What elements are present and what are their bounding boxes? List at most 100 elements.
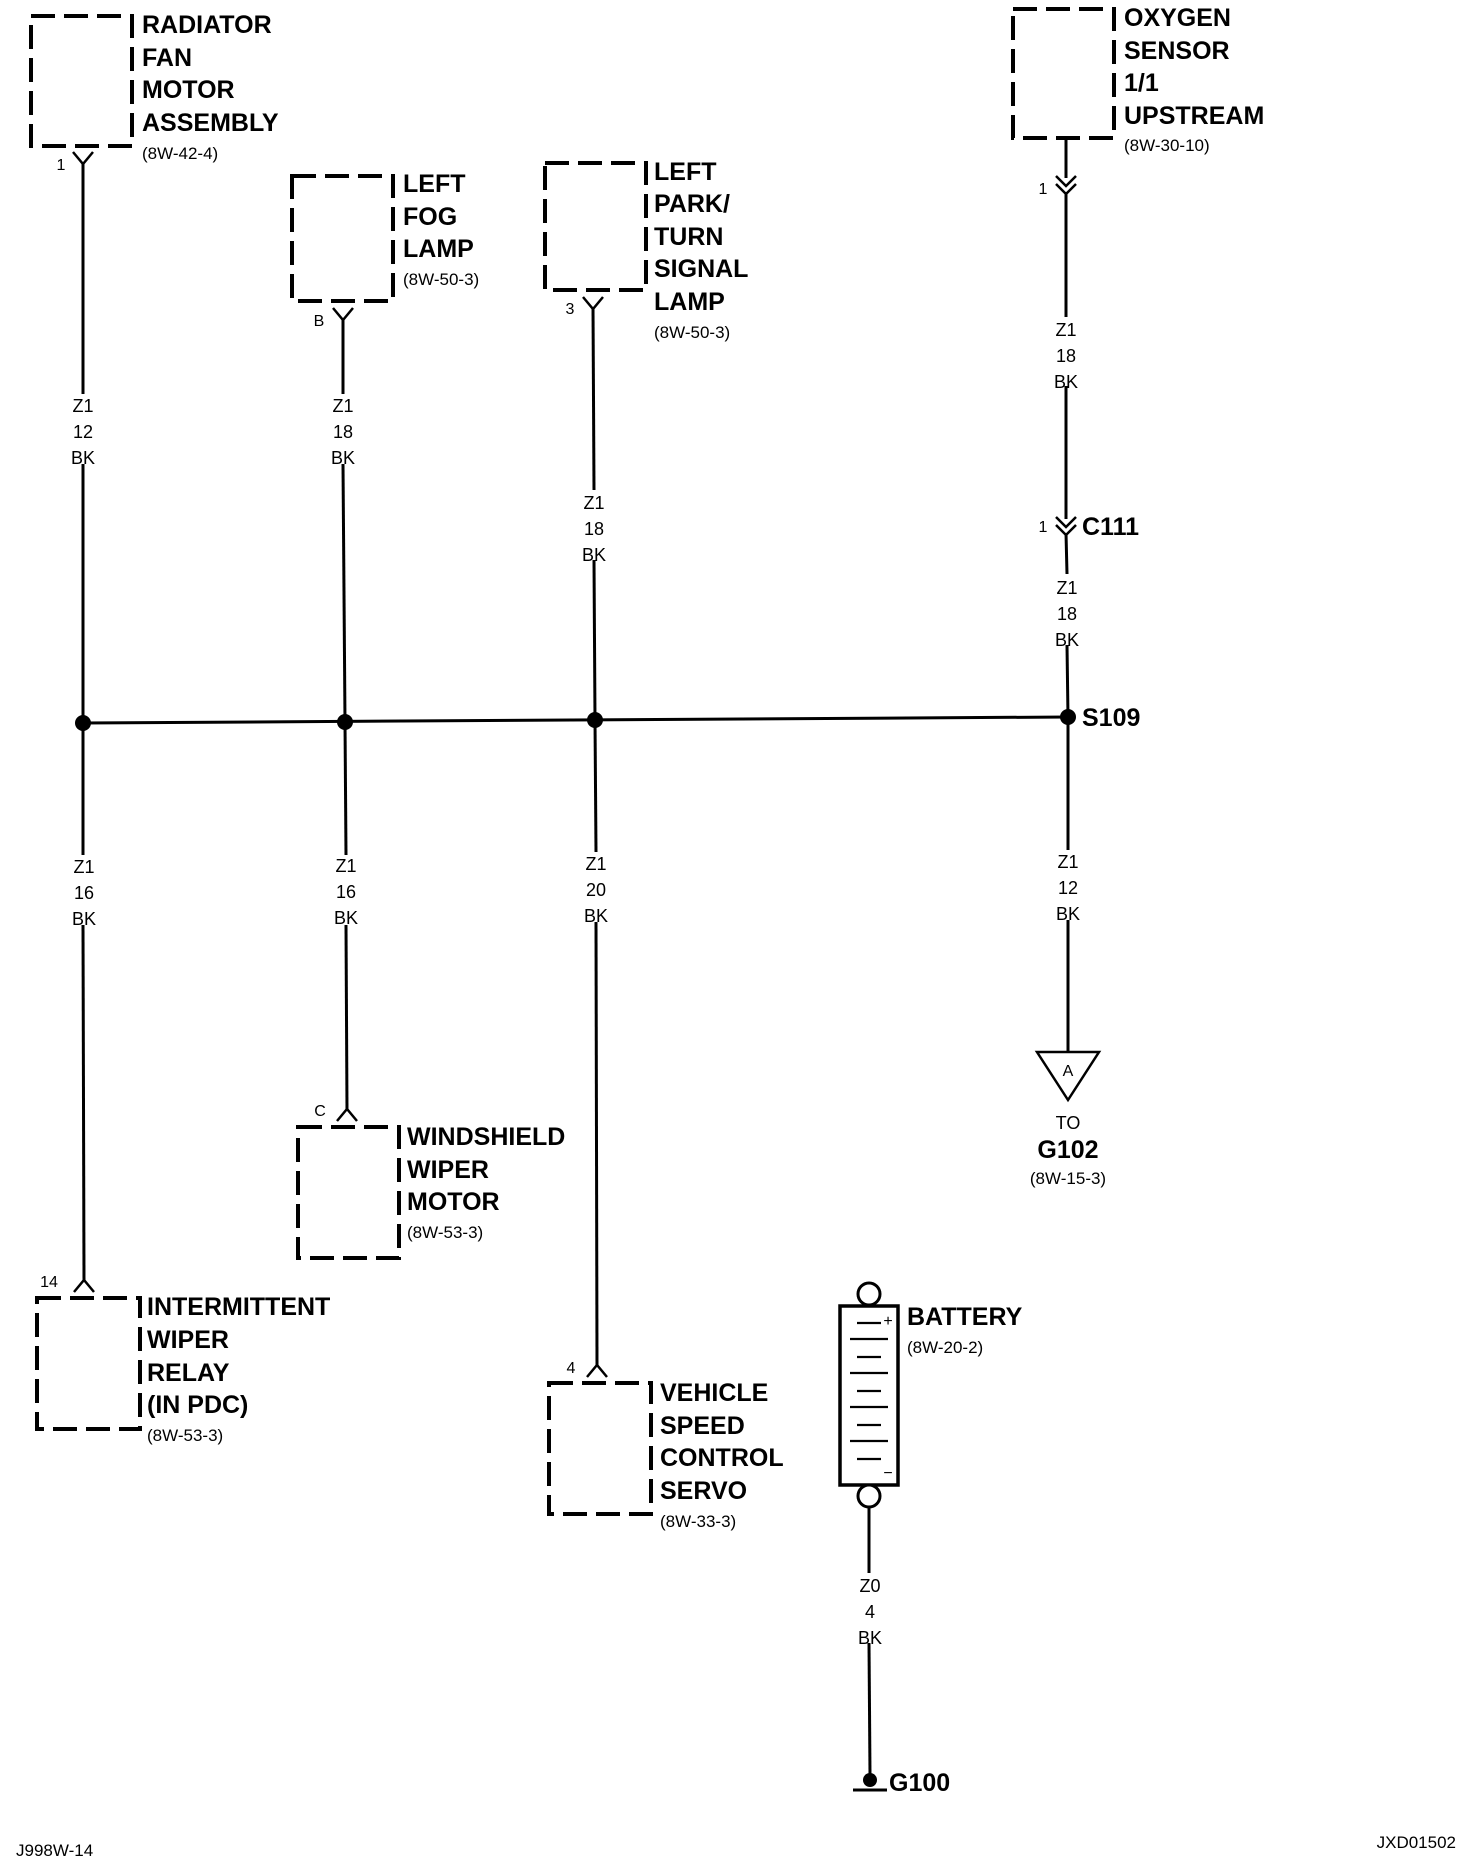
o2-wire-lower-a (1064, 532, 1069, 575)
relay-wire-lower (81, 924, 86, 1283)
battery-negative-post (856, 1483, 882, 1509)
s109-label: S109 (1082, 704, 1140, 732)
g102-ref: (8W-15-3) (1030, 1169, 1106, 1188)
speed-servo-label: VEHICLE SPEED CONTROL SERVO (8W-33-3) (660, 1379, 784, 1531)
wire-park-gauge: 18 (584, 519, 604, 539)
wire-battery-gauge: 4 (865, 1602, 875, 1622)
park-lamp-line-1: LEFT (654, 158, 717, 186)
park-lamp-line-5: LAMP (654, 288, 725, 316)
park-lamp-ref: (8W-50-3) (654, 323, 730, 342)
servo-wire-lower (594, 921, 599, 1368)
wiper-relay-line-1: INTERMITTENT (147, 1293, 330, 1321)
battery-ref: (8W-20-2) (907, 1338, 983, 1357)
wire-park-circuit: Z1 (583, 493, 604, 513)
radiator-fan-ref: (8W-42-4) (142, 144, 218, 163)
wiper-motor-line-1: WINDSHIELD (407, 1123, 565, 1151)
fog-lamp-box (290, 174, 395, 303)
wiper-relay-ref: (8W-53-3) (147, 1426, 223, 1445)
wire-servo-gauge: 20 (586, 880, 606, 900)
wire-o2-lower-color: BK (1055, 630, 1079, 650)
wire-battery-circuit: Z0 (859, 1576, 880, 1596)
wire-radiator-gauge: 12 (73, 422, 93, 442)
wire-battery-color: BK (858, 1628, 882, 1648)
wire-label-fog: Z1 18 BK (331, 396, 355, 468)
splice-dot-1 (75, 715, 91, 731)
wiper-relay-line-4: (IN PDC) (147, 1391, 248, 1419)
wire-servo-color: BK (584, 906, 608, 926)
g102-label: G102 (1037, 1136, 1098, 1164)
oxygen-sensor-label: OXYGEN SENSOR 1/1 UPSTREAM (8W-30-10) (1124, 4, 1264, 155)
speed-servo-line-2: SPEED (660, 1412, 745, 1440)
wire-label-servo: Z1 20 BK (584, 854, 608, 926)
wire-wiper-gauge: 16 (336, 882, 356, 902)
oxygen-sensor-ref: (8W-30-10) (1124, 136, 1210, 155)
wire-label-battery: Z0 4 BK (858, 1576, 882, 1648)
fog-lamp-line-1: LEFT (403, 170, 466, 198)
oxygen-sensor-line-2: SENSOR (1124, 37, 1230, 65)
oxygen-sensor-box (1011, 7, 1116, 140)
wire-fog-color: BK (331, 448, 355, 468)
footer-right-code: JXD01502 (1377, 1833, 1456, 1852)
oxygen-sensor-pin: 1 (1039, 181, 1048, 198)
o2-wire-lower-b (1065, 644, 1070, 718)
oxygen-sensor-line-3: 1/1 (1124, 69, 1159, 97)
park-wire-lower (592, 559, 597, 721)
splice-dot-2 (337, 714, 353, 730)
wiper-motor-wire-upper (343, 721, 348, 856)
wiper-relay-pin: 14 (40, 1274, 58, 1291)
wiper-relay-line-3: RELAY (147, 1359, 230, 1387)
wiper-motor-line-2: WIPER (407, 1156, 489, 1184)
speed-servo-line-4: SERVO (660, 1477, 747, 1505)
radiator-fan-line-4: ASSEMBLY (142, 109, 279, 137)
wire-g102-color: BK (1056, 904, 1080, 924)
footer-left-code: J998W-14 (16, 1841, 93, 1860)
battery-plus-sign: + (883, 1313, 892, 1330)
battery-wire-lower (867, 1642, 872, 1776)
oxygen-sensor-line-1: OXYGEN (1124, 4, 1231, 32)
c111-label: C111 (1082, 513, 1139, 541)
wiper-relay-label: INTERMITTENT WIPER RELAY (IN PDC) (8W-53… (147, 1293, 330, 1445)
speed-servo-pin: 4 (567, 1360, 576, 1377)
radiator-fan-box (29, 14, 134, 148)
wire-label-g102: Z1 12 BK (1056, 852, 1080, 924)
speed-servo-ref: (8W-33-3) (660, 1512, 736, 1531)
wiper-motor-pin: C (314, 1103, 326, 1120)
wire-fog-circuit: Z1 (332, 396, 353, 416)
battery-label: BATTERY (907, 1303, 1023, 1331)
splice-dot-3 (587, 712, 603, 728)
wire-label-o2-lower: Z1 18 BK (1055, 578, 1079, 650)
g100-ground-eyelet (863, 1773, 877, 1787)
wire-park-color: BK (582, 545, 606, 565)
park-lamp-label: LEFT PARK/ TURN SIGNAL LAMP (8W-50-3) (654, 158, 748, 342)
wire-g102-circuit: Z1 (1057, 852, 1078, 872)
speed-servo-line-1: VEHICLE (660, 1379, 768, 1407)
wire-o2-upper-color: BK (1054, 372, 1078, 392)
wire-label-radiator: Z1 12 BK (71, 396, 95, 468)
radiator-fan-line-1: RADIATOR (142, 11, 272, 39)
park-lamp-pin: 3 (566, 301, 575, 318)
wire-servo-circuit: Z1 (585, 854, 606, 874)
wire-wiper-circuit: Z1 (335, 856, 356, 876)
wiper-relay-box (35, 1296, 142, 1431)
park-lamp-line-2: PARK/ (654, 190, 730, 218)
g100-label: G100 (889, 1769, 950, 1797)
g102-reference-triangle (1034, 1050, 1102, 1103)
wire-relay-gauge: 16 (74, 883, 94, 903)
g102-reference-letter: A (1063, 1063, 1074, 1080)
speed-servo-line-3: CONTROL (660, 1444, 784, 1472)
fog-lamp-line-2: FOG (403, 203, 457, 231)
radiator-fan-label: RADIATOR FAN MOTOR ASSEMBLY (8W-42-4) (142, 11, 279, 163)
wiper-motor-line-3: MOTOR (407, 1188, 500, 1216)
wire-o2-upper-circuit: Z1 (1055, 320, 1076, 340)
radiator-fan-line-2: FAN (142, 44, 192, 72)
servo-wire-upper (593, 719, 598, 853)
g100-ground-symbol (853, 1773, 887, 1792)
wire-radiator-color: BK (71, 448, 95, 468)
park-wire-upper (591, 306, 596, 491)
park-lamp-box (543, 161, 648, 292)
wire-wiper-color: BK (334, 908, 358, 928)
ground-bus-wire (82, 715, 1069, 725)
wire-radiator-circuit: Z1 (72, 396, 93, 416)
battery-cells (850, 1321, 888, 1461)
